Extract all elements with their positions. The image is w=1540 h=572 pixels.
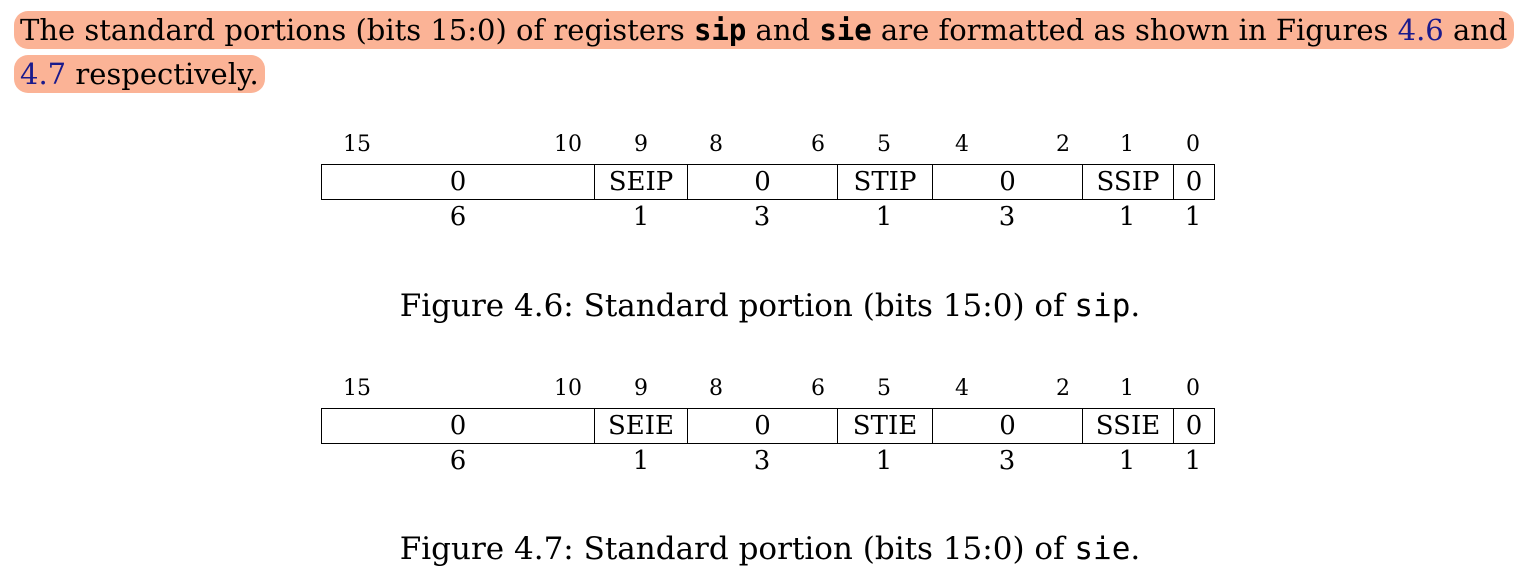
register-diagram-sip: 15 10 9 8 6 5 4 2 1 0 0 SEIP 0 STIP 0 SS… <box>321 132 1215 232</box>
field-width: 6 <box>449 446 467 476</box>
register-name-sie: sie <box>819 13 872 47</box>
intro-text: respectively. <box>66 57 259 91</box>
register-field-reserved: 0 <box>933 409 1083 443</box>
caption-text: . <box>1130 531 1141 567</box>
figure-caption-4-6: Figure 4.6: Standard portion (bits 15:0)… <box>0 286 1540 326</box>
bit-position-labels: 15 10 9 8 6 5 4 2 1 0 <box>321 376 1215 404</box>
bit-label: 6 <box>811 376 825 401</box>
bit-label: 0 <box>1186 376 1200 401</box>
field-width: 1 <box>632 446 650 476</box>
text-highlight: The standard portions (bits 15:0) of reg… <box>14 11 1514 93</box>
register-name-sip: sip <box>693 13 747 47</box>
figure-link-4-6[interactable]: 4.6 <box>1397 13 1444 47</box>
bit-label: 0 <box>1186 132 1200 157</box>
bit-label: 2 <box>1056 376 1070 401</box>
field-width: 3 <box>998 202 1016 232</box>
register-field-seie: SEIE <box>595 409 688 443</box>
field-width: 1 <box>1118 446 1136 476</box>
register-box: 0 SEIE 0 STIE 0 SSIE 0 <box>321 408 1215 444</box>
field-width: 6 <box>449 202 467 232</box>
bit-label: 8 <box>709 132 723 157</box>
bit-label: 4 <box>955 132 969 157</box>
bit-position-labels: 15 10 9 8 6 5 4 2 1 0 <box>321 132 1215 160</box>
register-field-stie: STIE <box>838 409 933 443</box>
bit-label: 9 <box>634 376 648 401</box>
field-width: 1 <box>1184 202 1202 232</box>
field-width: 1 <box>875 202 893 232</box>
field-width: 1 <box>875 446 893 476</box>
field-width: 3 <box>753 202 771 232</box>
bit-label: 1 <box>1120 132 1134 157</box>
bit-label: 15 <box>343 376 371 401</box>
intro-paragraph: The standard portions (bits 15:0) of reg… <box>14 8 1524 96</box>
register-field-reserved: 0 <box>688 409 838 443</box>
intro-text: The standard portions (bits 15:0) of reg… <box>20 13 694 47</box>
register-diagram-sie: 15 10 9 8 6 5 4 2 1 0 0 SEIE 0 STIE 0 SS… <box>321 376 1215 476</box>
bit-label: 9 <box>634 132 648 157</box>
register-field-reserved: 0 <box>322 165 595 199</box>
caption-text: . <box>1130 288 1141 324</box>
bit-label: 6 <box>811 132 825 157</box>
bit-label: 5 <box>877 376 891 401</box>
register-field-ssie: SSIE <box>1083 409 1174 443</box>
caption-text: Figure 4.6: Standard portion (bits 15:0)… <box>399 288 1075 324</box>
bit-label: 8 <box>709 376 723 401</box>
field-width: 3 <box>998 446 1016 476</box>
figure-link-4-7[interactable]: 4.7 <box>20 57 67 91</box>
register-field-reserved: 0 <box>1185 167 1203 197</box>
figure-caption-4-7: Figure 4.7: Standard portion (bits 15:0)… <box>0 529 1540 569</box>
intro-text: are formatted as shown in Figures <box>871 13 1398 47</box>
intro-text: and <box>746 13 820 47</box>
bit-label: 4 <box>955 376 969 401</box>
register-field-reserved: 0 <box>1185 411 1203 441</box>
register-field-reserved: 0 <box>933 165 1083 199</box>
register-field-stip: STIP <box>838 165 933 199</box>
field-width: 1 <box>632 202 650 232</box>
caption-register-name: sie <box>1074 531 1131 567</box>
caption-text: Figure 4.7: Standard portion (bits 15:0)… <box>399 531 1075 567</box>
bit-label: 1 <box>1120 376 1134 401</box>
bit-label: 10 <box>554 132 582 157</box>
bit-label: 2 <box>1056 132 1070 157</box>
bit-label: 15 <box>343 132 371 157</box>
register-field-reserved: 0 <box>322 409 595 443</box>
register-field-seip: SEIP <box>595 165 688 199</box>
register-field-ssip: SSIP <box>1083 165 1174 199</box>
register-box: 0 SEIP 0 STIP 0 SSIP 0 <box>321 164 1215 200</box>
bit-label: 5 <box>877 132 891 157</box>
intro-text: and <box>1443 13 1508 47</box>
caption-register-name: sip <box>1074 288 1131 324</box>
field-width: 1 <box>1118 202 1136 232</box>
field-width: 3 <box>753 446 771 476</box>
bit-label: 10 <box>554 376 582 401</box>
field-width: 1 <box>1184 446 1202 476</box>
register-field-reserved: 0 <box>688 165 838 199</box>
